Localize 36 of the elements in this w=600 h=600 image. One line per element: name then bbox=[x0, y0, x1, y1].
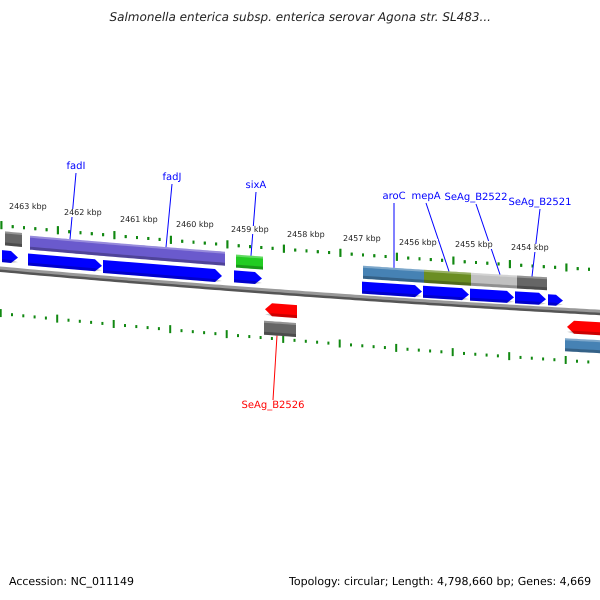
gene-label: sixA bbox=[246, 181, 266, 191]
gene-label: fadJ bbox=[162, 173, 182, 183]
leader-line bbox=[532, 208, 540, 277]
tick-label: 2455 kbp bbox=[454, 241, 494, 249]
tick-label: 2456 kbp bbox=[398, 239, 438, 247]
gene-bar bbox=[104, 242, 225, 266]
gene-bar bbox=[424, 270, 471, 286]
genome-summary-text: Topology: circular; Length: 4,798,660 bp; Genes: 4,669 bbox=[289, 576, 592, 587]
leader-line bbox=[426, 202, 450, 272]
tick-label: 2461 kbp bbox=[119, 216, 159, 224]
gene-label: SeAg_B2521 bbox=[508, 198, 572, 208]
gene-bar bbox=[471, 272, 517, 288]
leader-line bbox=[476, 204, 500, 275]
tick-label: 2457 kbp bbox=[342, 235, 382, 243]
gene-bar bbox=[363, 266, 424, 283]
leader-line bbox=[70, 172, 76, 240]
tick-label: 2463 kbp bbox=[8, 203, 48, 211]
title: Salmonella enterica subsp. enterica serovar Agona str. SL483... bbox=[110, 11, 491, 23]
gene-bar bbox=[236, 254, 263, 270]
gene-bar bbox=[517, 276, 547, 290]
tick-label: 2454 kbp bbox=[510, 244, 550, 252]
tick-label: 2459 kbp bbox=[230, 226, 270, 234]
leader-line bbox=[166, 184, 172, 248]
leader-line bbox=[272, 335, 278, 400]
gene-label: fadI bbox=[66, 162, 86, 172]
gene-label: SeAg_B2522 bbox=[444, 193, 508, 203]
tick-label: 2460 kbp bbox=[175, 221, 215, 229]
accession-text: Accession: NC_011149 bbox=[9, 576, 134, 587]
gene-label: SeAg_B2526 bbox=[242, 401, 304, 411]
gene-label: mepA bbox=[412, 192, 441, 202]
gene-bar bbox=[264, 320, 296, 337]
gene-label: aroC bbox=[382, 192, 406, 202]
tick-label: 2458 kbp bbox=[286, 231, 326, 239]
gene-bar bbox=[30, 236, 104, 256]
tick-label: 2462 kbp bbox=[63, 209, 103, 217]
leader-line bbox=[250, 192, 256, 256]
